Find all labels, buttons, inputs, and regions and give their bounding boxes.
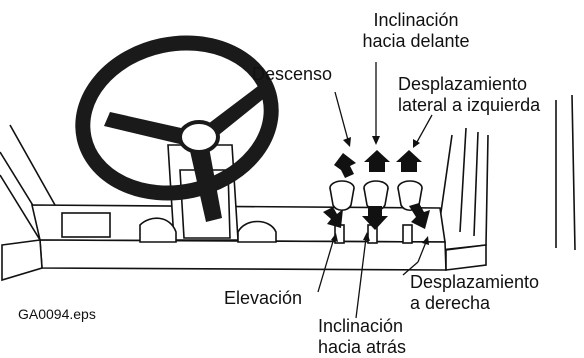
- label-desplazamiento-izquierda-line-1: Desplazamiento: [398, 74, 528, 94]
- leader-arrowheads: [331, 136, 429, 245]
- label-elevacion: Elevación: [224, 288, 302, 309]
- label-inclinacion-delante-line-2: hacia delante: [362, 31, 470, 51]
- label-inclinacion-delante-line-1: Inclinación: [373, 10, 459, 30]
- label-desplazamiento-derecha-line-1: Desplazamiento: [410, 272, 540, 292]
- lever-2: [363, 180, 389, 244]
- figure-file-label: GA0094.eps: [18, 306, 96, 322]
- right-frame: [436, 94, 576, 251]
- label-desplazamiento-izquierda-line-2: lateral a izquierda: [398, 95, 541, 115]
- arrow-down-icon: [323, 203, 430, 230]
- label-inclinacion-delante: Inclinación hacia delante: [356, 10, 476, 52]
- label-inclinacion-atras: Inclinación hacia atrás: [318, 316, 406, 358]
- label-descenso-line-1: Descenso: [252, 64, 333, 84]
- label-desplazamiento-izquierda: Desplazamiento lateral a izquierda: [398, 74, 540, 116]
- arrow-up-icon: [334, 150, 422, 178]
- label-elevacion-line-1: Elevación: [224, 288, 303, 308]
- label-desplazamiento-derecha: Desplazamiento a derecha: [410, 272, 539, 314]
- leader-lines: [317, 62, 433, 319]
- label-descenso: Descenso: [252, 64, 332, 85]
- steering-wheel-icon: [75, 35, 279, 222]
- label-desplazamiento-derecha-line-2: a derecha: [410, 293, 491, 313]
- lever-1: [329, 180, 355, 244]
- label-inclinacion-atras-line-2: hacia atrás: [318, 337, 407, 357]
- label-inclinacion-atras-line-1: Inclinación: [318, 316, 404, 336]
